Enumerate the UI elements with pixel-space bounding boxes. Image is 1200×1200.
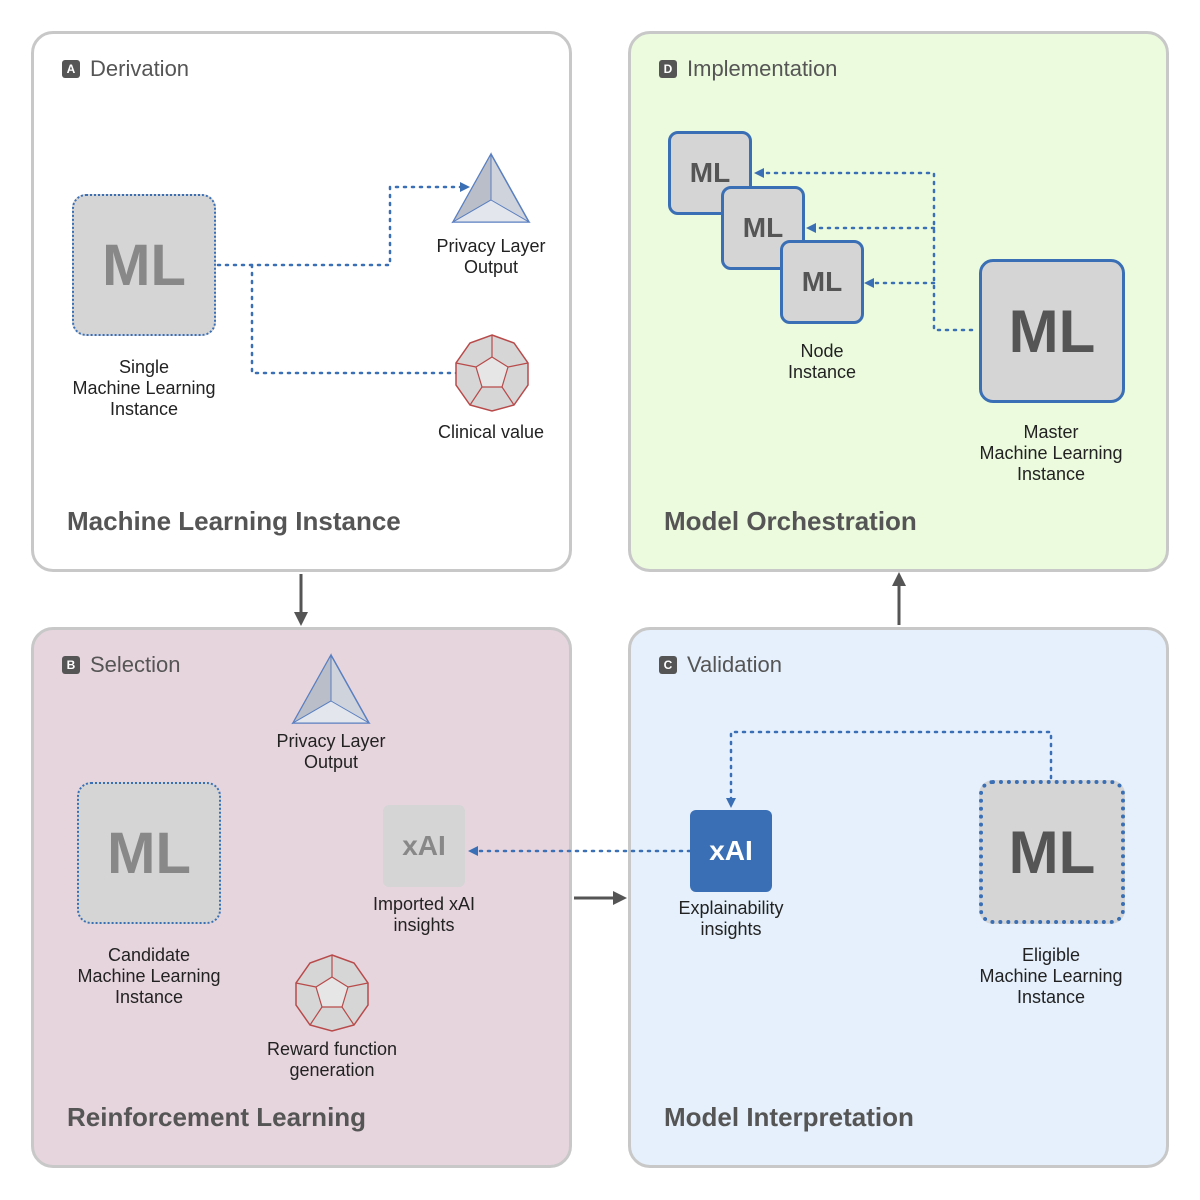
panel-letter: B	[62, 656, 80, 674]
eligible-ml-instance: ML	[979, 780, 1125, 924]
panel-letter: C	[659, 656, 677, 674]
candidate-ml-instance: ML	[77, 782, 221, 924]
reward-function-label: Reward function generation	[266, 1039, 398, 1080]
panel-letter: A	[62, 60, 80, 78]
master-ml-label: Master Machine Learning Instance	[979, 422, 1123, 484]
privacy-layer-label: Privacy Layer Output	[436, 236, 546, 277]
panel-heading: Implementation	[687, 56, 838, 81]
panel-title: Model Interpretation	[664, 1102, 914, 1132]
panel-heading: Selection	[90, 652, 181, 677]
privacy-pyramid-icon	[451, 152, 531, 224]
clinical-value-label: Clinical value	[437, 422, 545, 442]
panel-header: B Selection	[62, 652, 181, 678]
panel-heading: Derivation	[90, 56, 190, 81]
panel-title: Reinforcement Learning	[67, 1102, 367, 1132]
node-ml-instance: ML	[780, 240, 864, 324]
imported-xai-label: Imported xAI insights	[372, 894, 476, 935]
panel-title: Model Orchestration	[664, 506, 917, 536]
imported-xai-box: xAI	[383, 805, 465, 887]
single-ml-instance: ML	[72, 194, 216, 336]
panel-letter: D	[659, 60, 677, 78]
panel-header: C Validation	[659, 652, 782, 678]
privacy-layer-label: Privacy Layer Output	[276, 731, 386, 772]
candidate-ml-label: Candidate Machine Learning Instance	[77, 945, 221, 1007]
eligible-ml-label: Eligible Machine Learning Instance	[979, 945, 1123, 1007]
panel-header: D Implementation	[659, 56, 837, 82]
dodecahedron-icon	[455, 334, 529, 412]
single-ml-label: Single Machine Learning Instance	[72, 357, 216, 419]
node-instance-label: Node Instance	[787, 341, 857, 382]
master-ml-instance: ML	[979, 259, 1125, 403]
panel-title: Machine Learning Instance	[67, 506, 401, 536]
panel-header: A Derivation	[62, 56, 189, 82]
explainability-xai-box: xAI	[690, 810, 772, 892]
explainability-label: Explainability insights	[678, 898, 784, 939]
privacy-pyramid-icon	[291, 653, 371, 725]
panel-heading: Validation	[687, 652, 782, 677]
dodecahedron-icon	[295, 954, 369, 1032]
